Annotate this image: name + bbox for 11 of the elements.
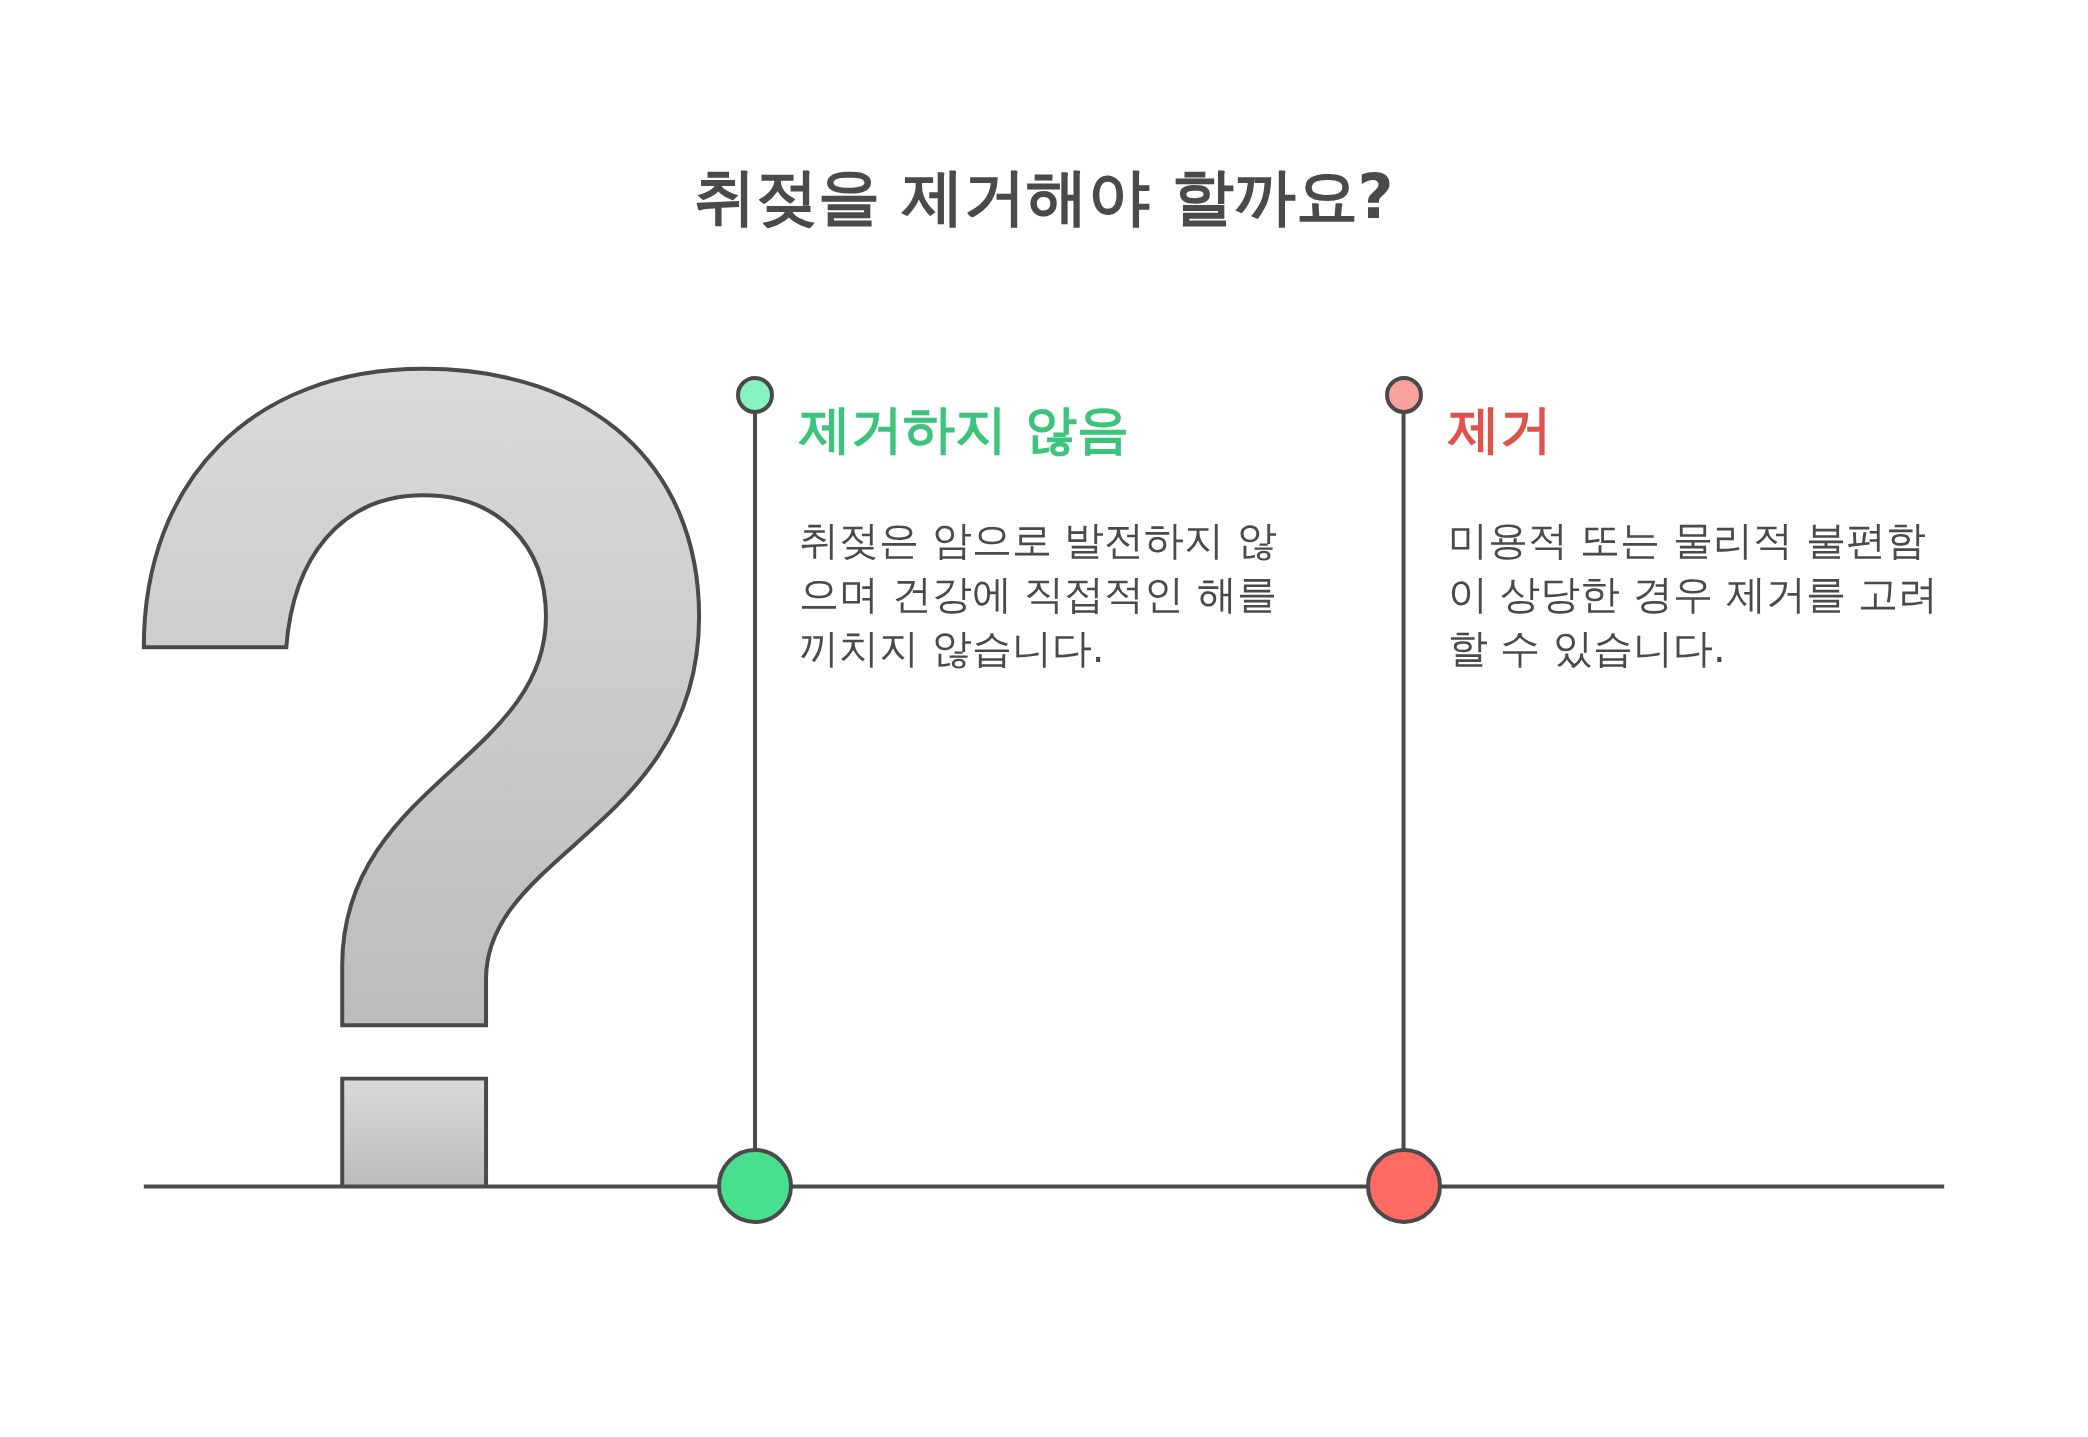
connector-line xyxy=(753,412,758,1151)
timeline-circle xyxy=(717,1148,794,1225)
heading: 제거하지 않음 xyxy=(799,398,1130,462)
description: 미용적 또는 물리적 불편함이 상당한 경우 제거를 고려할 수 있습니다. xyxy=(1447,516,1940,674)
heading: 제거 xyxy=(1447,398,1552,462)
connector-line xyxy=(1401,412,1406,1151)
timeline-circle xyxy=(1365,1148,1442,1225)
small-circle xyxy=(736,376,775,415)
small-circle xyxy=(1384,376,1423,415)
description: 취젖은 암으로 발전하지 않으며 건강에 직접적인 해를 끼치지 않습니다. xyxy=(799,516,1279,674)
title: 취젖을 제거해야 할까요? xyxy=(694,160,1394,233)
